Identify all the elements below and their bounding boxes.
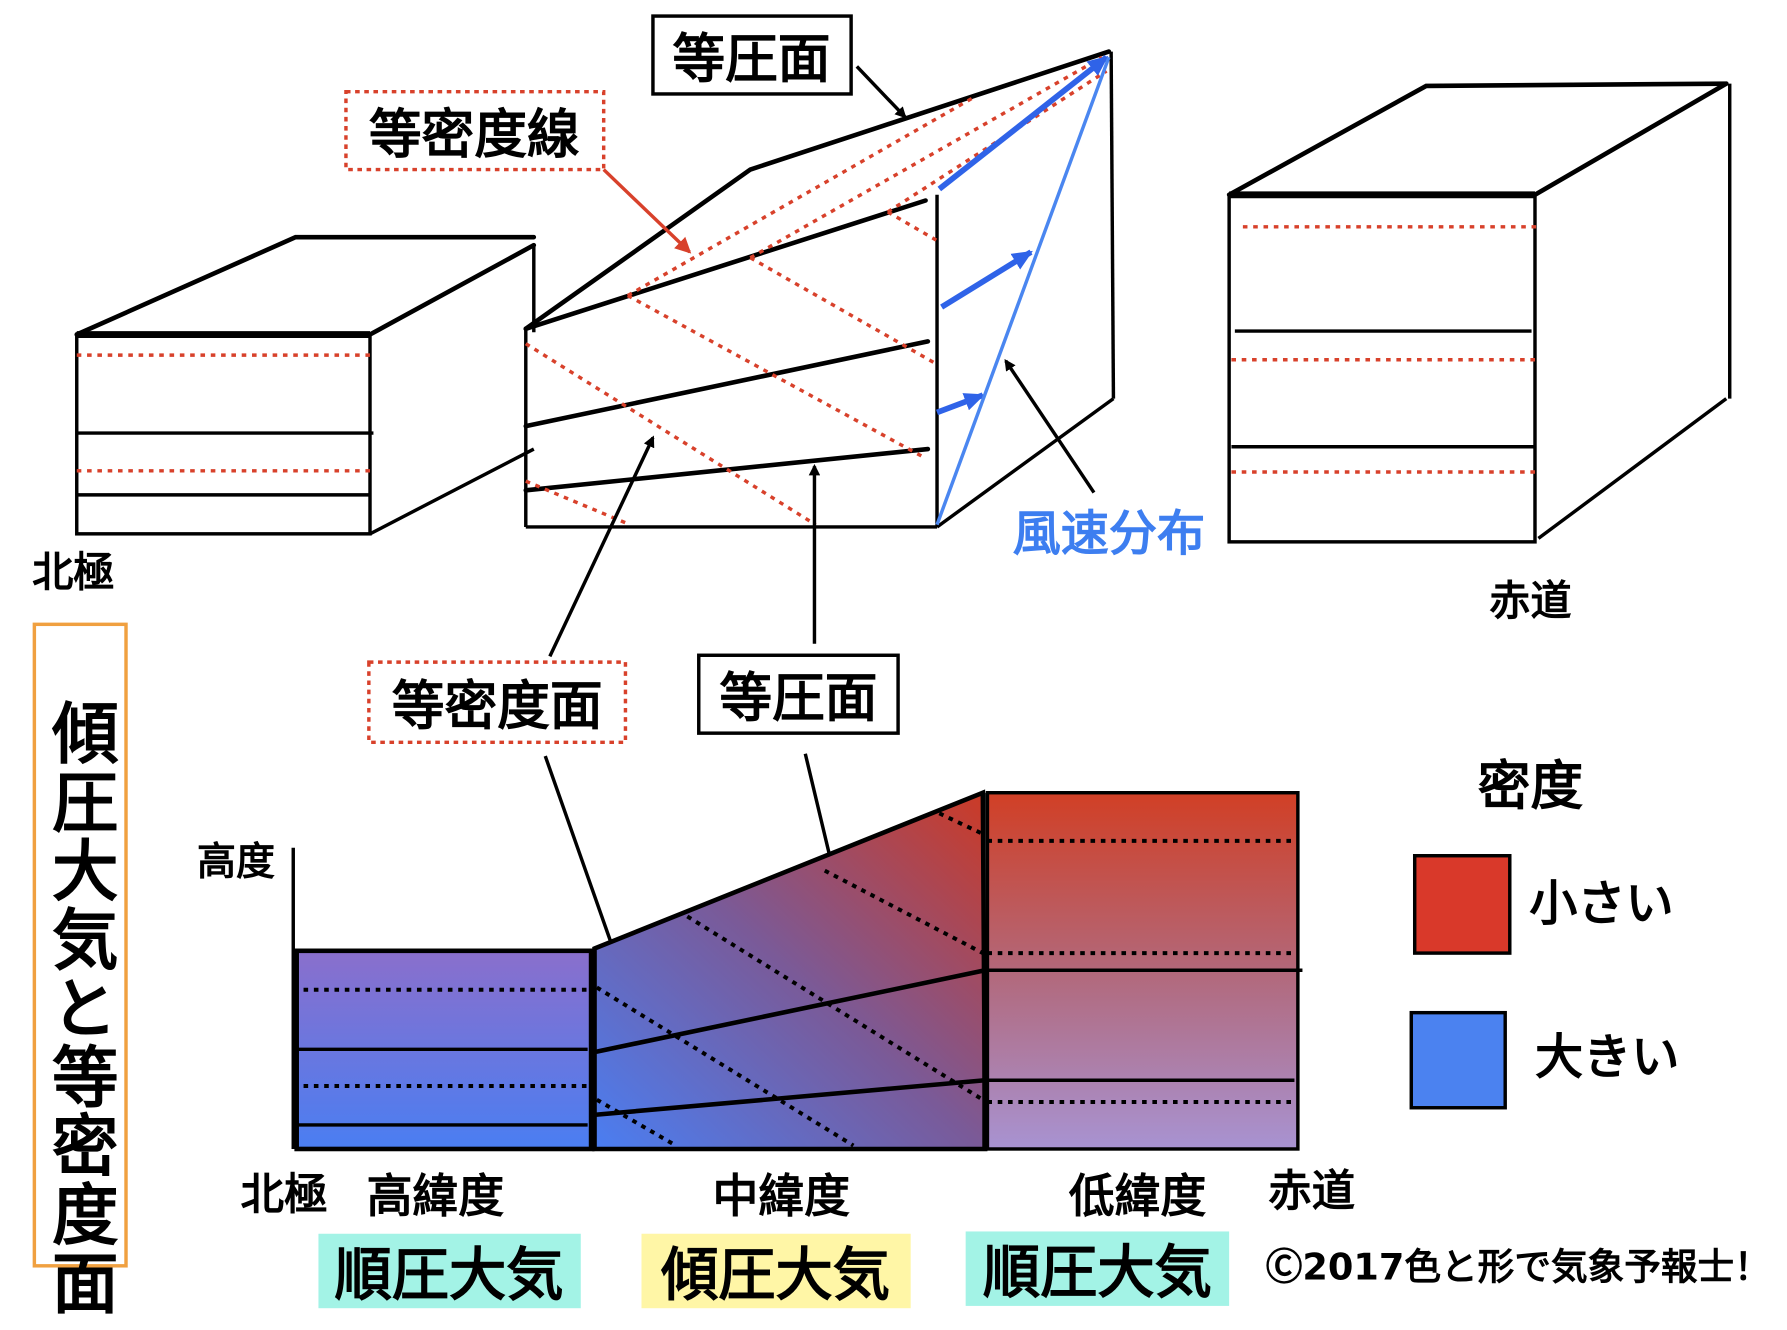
barotropic-badge-high-lat xyxy=(318,1233,581,1309)
pointer-arrow xyxy=(548,435,655,658)
isopycnal-surface-label-box xyxy=(367,660,628,745)
wind-speed-arrows xyxy=(935,55,1111,526)
legend-label-low-density: 小さい xyxy=(1529,876,1673,932)
height-axis-label: 高度 xyxy=(197,840,275,885)
isobar-label: 等圧面 xyxy=(672,29,830,90)
equator-box xyxy=(1226,81,1732,544)
isopycnal-pointer-arrow xyxy=(602,168,692,254)
barotropic-badge-label: 順圧大気 xyxy=(983,1239,1212,1306)
mid-latitude-box xyxy=(523,49,1116,529)
isopycnal-surface-label: 等密度面 xyxy=(392,676,603,737)
equator-label: 赤道 xyxy=(1268,1167,1355,1217)
high-latitude-label: 高緯度 xyxy=(367,1169,505,1223)
baroclinic-badge-mid-lat xyxy=(641,1233,911,1309)
north-pole-top-label: 北極 xyxy=(32,549,114,597)
low-latitude-label: 低緯度 xyxy=(1069,1169,1207,1223)
cross-section xyxy=(291,789,1303,1152)
mid-latitude-label: 中緯度 xyxy=(713,1169,851,1223)
north-pole-label: 北極 xyxy=(241,1171,328,1221)
wind-pointer-arrow xyxy=(1004,358,1096,494)
legend-title: 密度 xyxy=(1478,756,1584,817)
legend-label-high-density: 大きい xyxy=(1535,1029,1679,1085)
legend-swatch-high-density xyxy=(1409,1010,1507,1110)
vertical-title: 傾圧大気と等密度面 xyxy=(41,699,119,1318)
isobar-mid-label: 等圧面 xyxy=(719,668,877,729)
barotropic-badge-low-lat xyxy=(965,1231,1230,1306)
barotropic-badge-label: 順圧大気 xyxy=(335,1241,564,1308)
isopycnal-line-label: 等密度線 xyxy=(369,104,580,165)
isobar-mid-label-box xyxy=(697,653,900,735)
isobar-label-box xyxy=(651,14,853,96)
vertical-title-box xyxy=(32,622,128,1268)
north-pole-box xyxy=(74,234,537,536)
legend-swatch-low-density xyxy=(1412,854,1512,955)
wind-distribution-label: 風速分布 xyxy=(1013,506,1205,562)
isopycnal-line-label-box xyxy=(344,89,606,172)
copyright-text: Ⓒ2017色と形で気象予報士！ xyxy=(1266,1246,1771,1289)
equator-top-label: 赤道 xyxy=(1489,577,1571,625)
isobar-pointer-arrow xyxy=(855,65,907,119)
baroclinic-badge-label: 傾圧大気 xyxy=(660,1241,890,1308)
